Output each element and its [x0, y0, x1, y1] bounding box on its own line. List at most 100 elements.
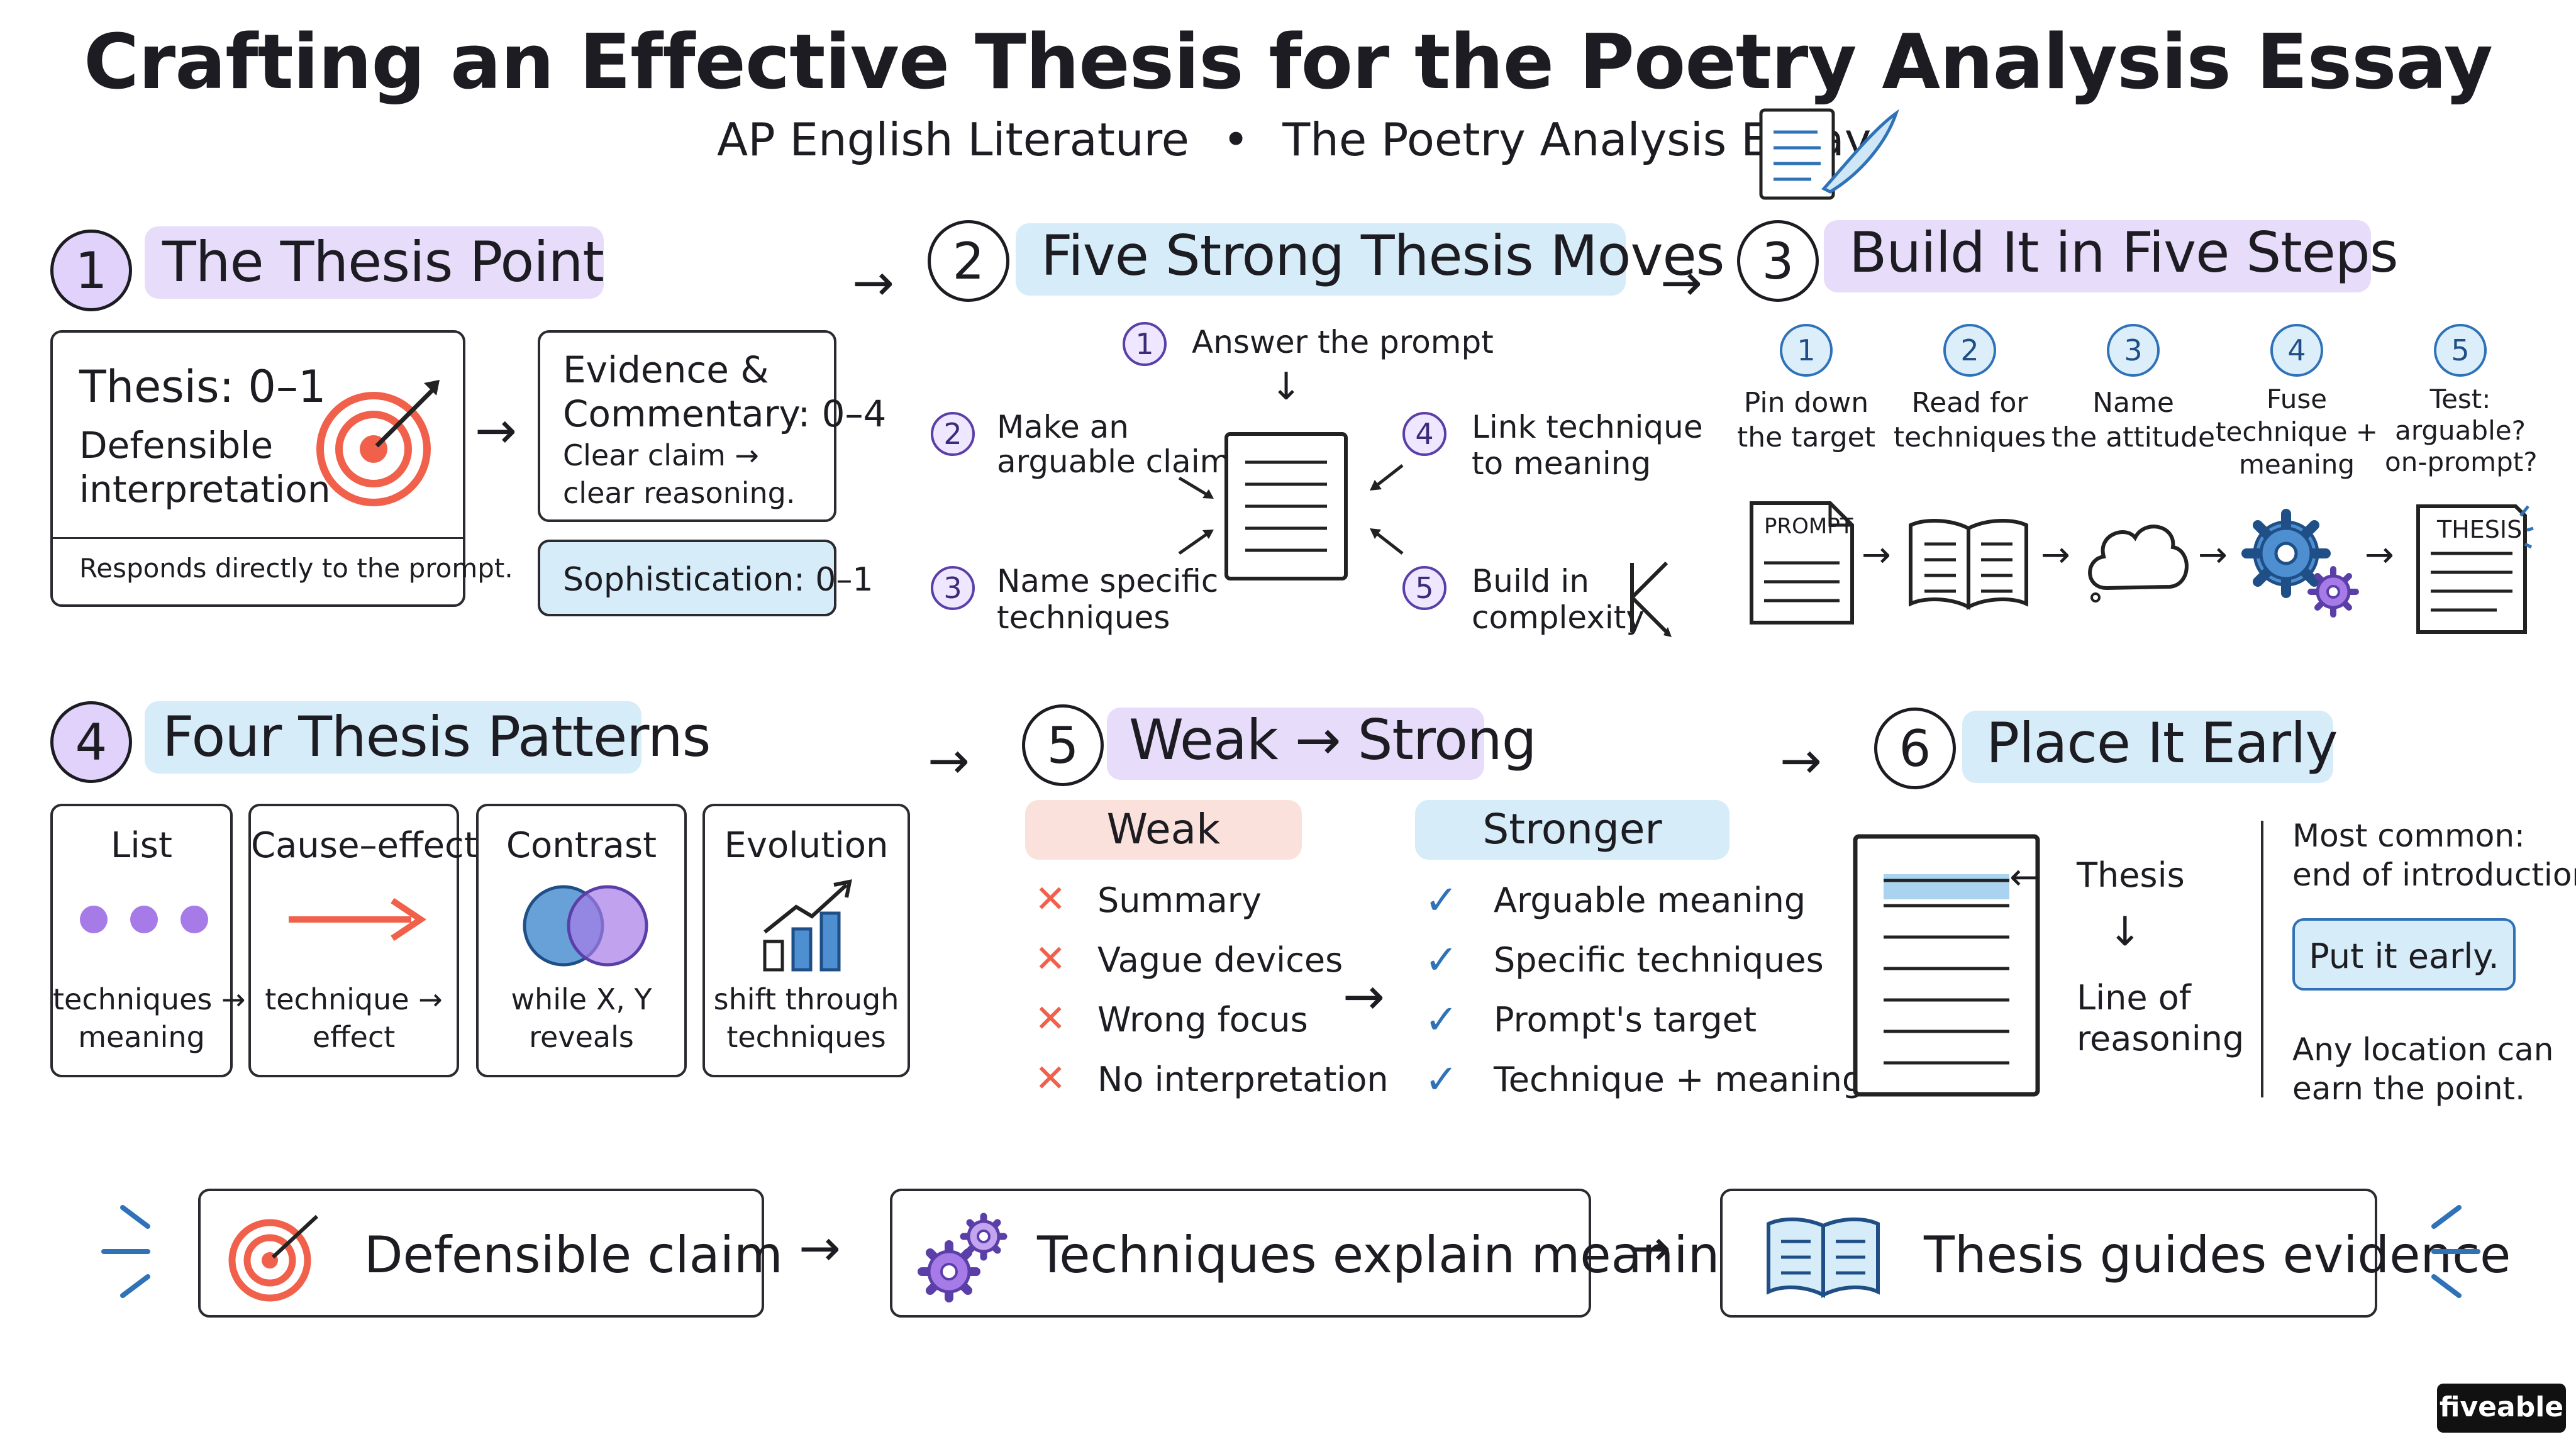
arrow-right-icon — [289, 897, 427, 941]
divider — [2261, 821, 2263, 1097]
thesis-label: THESIS — [2437, 516, 2523, 543]
sophistication-label: Sophistication: 0–1 — [563, 561, 874, 599]
brand-logo: fiveable — [2437, 1384, 2566, 1433]
venn-diagram-icon — [523, 885, 648, 967]
any-location-2: earn the point. — [2292, 1070, 2526, 1107]
pattern-evolution-desc-1: shift through — [713, 982, 899, 1016]
most-common-1: Most common: — [2292, 818, 2525, 854]
arrow-right-icon: → — [1862, 535, 1891, 575]
target-icon — [316, 380, 440, 506]
step-4-label-3: meaning — [2238, 449, 2355, 480]
footer-item-techniques-label: Techniques explain meaning — [1037, 1226, 1752, 1284]
weak-item-3: Wrong focus — [1097, 1000, 1308, 1040]
arrow-right-icon: → — [799, 1219, 841, 1277]
pattern-list-desc-2: meaning — [78, 1020, 205, 1054]
weak-cross-icon: ✕ — [1035, 937, 1067, 981]
move-3-number: 3 — [931, 566, 975, 610]
pattern-evolution-desc-2: techniques — [726, 1020, 886, 1054]
footer-item-defensible-label: Defensible claim — [364, 1226, 783, 1284]
step-4-label-2: technique + — [2216, 416, 2378, 447]
arrow-right-icon: → — [2365, 535, 2394, 575]
step-5-label-1: Test: — [2429, 384, 2491, 414]
weak-cross-icon: ✕ — [1035, 997, 1067, 1041]
move-5-number: 5 — [1402, 566, 1446, 610]
step-2-number: 2 — [1943, 324, 1996, 377]
footer-item-techniques: Techniques explain meaning — [890, 1189, 1752, 1318]
step-5-label-2: arguable? — [2395, 415, 2526, 446]
move-5-label-1: Build in — [1472, 563, 1589, 599]
section-2-number: 2 — [928, 220, 1009, 302]
line-of-reasoning-1: Line of — [2077, 978, 2191, 1018]
step-5-number: 5 — [2434, 324, 2487, 377]
section-1-number: 1 — [50, 230, 132, 311]
pattern-cause-desc-2: effect — [312, 1020, 396, 1054]
weak-cross-icon: ✕ — [1035, 1057, 1067, 1101]
most-common-2: end of introduction — [2292, 857, 2576, 893]
section-1-title: The Thesis Point — [162, 230, 604, 294]
thesis-page-icon — [2416, 504, 2534, 634]
page-subtitle: AP English Literature • The Poetry Analy… — [717, 113, 1871, 166]
move-2-label-1: Make an — [997, 409, 1129, 445]
move-1-number: 1 — [1123, 322, 1167, 366]
section-5-number: 5 — [1022, 704, 1104, 786]
subtitle-course: AP English Literature — [717, 113, 1189, 166]
weak-cross-icon: ✕ — [1035, 877, 1067, 921]
check-icon: ✓ — [1424, 997, 1458, 1043]
page-title: Crafting an Effective Thesis for the Poe… — [83, 19, 2493, 106]
pattern-evolution-card: Evolution shift through techniques — [702, 804, 910, 1077]
pattern-contrast-card: Contrast while X, Y reveals — [476, 804, 687, 1077]
gears-icon — [918, 1213, 1008, 1302]
arrow-right-icon: → — [2041, 535, 2070, 575]
move-4-number: 4 — [1402, 412, 1446, 456]
dots-icon — [80, 906, 208, 933]
move-2-number: 2 — [931, 412, 975, 456]
strong-item-3: Prompt's target — [1494, 1000, 1757, 1040]
growth-chart-icon — [763, 879, 852, 972]
section-6-title: Place It Early — [1986, 711, 2338, 775]
complexity-icon — [1630, 561, 1672, 637]
thesis-document-icon — [1224, 432, 1348, 580]
step-2-label-1: Read for — [1911, 387, 2028, 419]
burst-right-icon — [2431, 1205, 2480, 1298]
sophistication-badge: Sophistication: 0–1 — [538, 540, 873, 616]
step-3-number: 3 — [2107, 324, 2160, 377]
section-2-title: Five Strong Thesis Moves — [1041, 223, 1725, 288]
put-it-early-label: Put it early. — [2309, 936, 2499, 976]
strong-label: Stronger — [1482, 805, 1662, 853]
section-3-title: Build It in Five Steps — [1849, 220, 2399, 285]
burst-left-icon — [101, 1205, 150, 1298]
pattern-cause-card: Cause–effect technique → effect — [248, 804, 478, 1077]
pattern-cause-name: Cause–effect — [251, 825, 478, 866]
open-book-icon — [1909, 519, 2028, 610]
step-4-number: 4 — [2270, 324, 2323, 377]
weak-item-4: No interpretation — [1097, 1060, 1389, 1099]
pattern-list-desc-1: techniques → — [53, 982, 246, 1016]
open-book-icon — [1767, 1217, 1880, 1298]
section-4-number: 4 — [50, 701, 132, 783]
pattern-cause-desc-1: technique → — [265, 982, 443, 1016]
move-3-label-1: Name specific — [997, 563, 1219, 599]
pattern-contrast-name: Contrast — [506, 825, 657, 866]
check-icon: ✓ — [1424, 937, 1458, 984]
subtitle-separator: • — [1222, 113, 1250, 166]
pattern-evolution-name: Evolution — [724, 825, 889, 866]
weak-label-bg — [1025, 800, 1302, 860]
evidence-card: Evidence & Commentary: 0–4 Clear claim →… — [538, 330, 886, 522]
arrow-right-icon: → — [1780, 731, 1823, 790]
pattern-list-name: List — [111, 825, 172, 866]
strong-item-2: Specific techniques — [1494, 940, 1824, 980]
section-5-title: Weak → Strong — [1129, 708, 1537, 772]
step-1-label-2: the target — [1737, 421, 1875, 453]
section-4-title: Four Thesis Patterns — [162, 704, 711, 769]
arrow-right-icon: → — [852, 253, 895, 312]
target-icon — [228, 1214, 319, 1302]
essay-page-icon — [1853, 834, 2040, 1097]
thesis-desc-1: Defensible — [79, 424, 274, 467]
arrow-down-icon: ↓ — [1270, 365, 1302, 409]
document-quill-icon — [1759, 108, 1899, 200]
step-3-label-2: the attitude — [2051, 421, 2216, 453]
evidence-body-1: Clear claim → — [563, 438, 759, 472]
thesis-point-card: Thesis: 0–1 Defensible interpretation Re… — [50, 330, 513, 607]
arrow-right-icon: → — [1343, 967, 1385, 1026]
arrow-left-icon: ← — [2009, 855, 2040, 898]
